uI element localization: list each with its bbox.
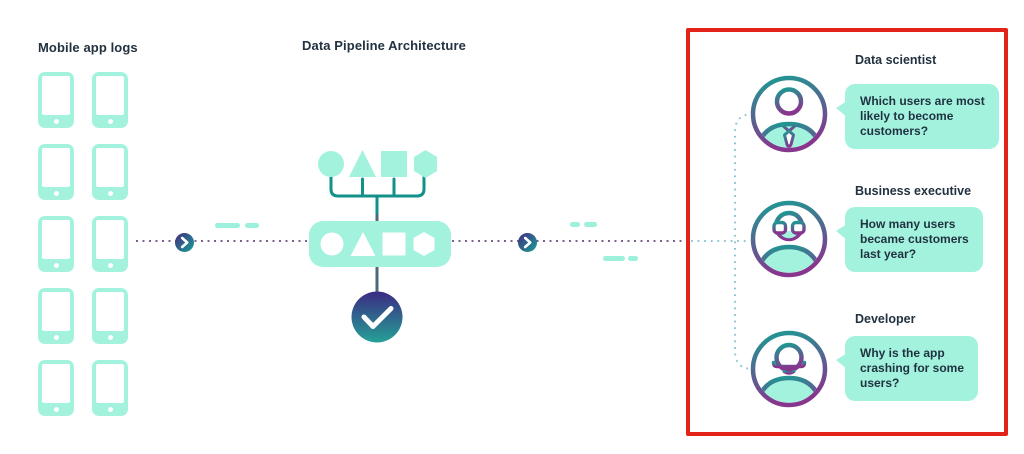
flow-arrow-badge xyxy=(518,233,537,252)
phone-icon xyxy=(92,144,128,200)
phone-icon xyxy=(38,360,74,416)
phone-icon xyxy=(38,288,74,344)
motion-dash xyxy=(570,222,580,227)
phone-icon xyxy=(38,144,74,200)
persona-role-label: Data scientist xyxy=(855,53,937,67)
person-with-glasses-icon xyxy=(750,200,828,278)
chevron-right-icon xyxy=(523,236,532,249)
square-icon xyxy=(382,232,406,256)
merge-tree xyxy=(329,175,426,220)
speech-bubble: Why is the app crashing for some users? xyxy=(835,336,979,401)
check-icon xyxy=(361,306,394,329)
phone-grid xyxy=(38,72,128,416)
pipeline-title: Data Pipeline Architecture xyxy=(302,38,466,53)
data-flow-dotted-line-left xyxy=(136,240,310,242)
flow-arrow-badge xyxy=(175,233,194,252)
phone-icon xyxy=(92,288,128,344)
persona-role-label: Developer xyxy=(855,312,916,326)
persona-connector-dotted-lines xyxy=(691,113,754,370)
persona-role-label: Business executive xyxy=(855,184,972,198)
motion-dash xyxy=(584,222,597,227)
processor-box xyxy=(309,221,451,267)
phone-icon xyxy=(92,72,128,128)
highlight-box xyxy=(686,28,1008,436)
validated-output-check xyxy=(351,291,403,343)
triangle-icon xyxy=(350,232,376,256)
circle-icon xyxy=(320,232,344,256)
motion-dash xyxy=(245,223,259,228)
pipeline-diagram xyxy=(309,150,451,343)
circle-icon xyxy=(318,151,344,177)
mobile-app-logs-label: Mobile app logs xyxy=(38,40,138,55)
phone-icon xyxy=(92,216,128,272)
motion-dash xyxy=(603,256,625,261)
speech-bubble: Which users are most likely to become cu… xyxy=(836,84,999,149)
person-with-tie-icon xyxy=(750,75,828,153)
data-flow-dotted-line-right xyxy=(452,240,688,242)
person-with-headset-icon xyxy=(750,330,828,408)
phone-icon xyxy=(38,72,74,128)
hexagon-icon xyxy=(414,150,437,178)
source-shapes xyxy=(318,150,437,178)
speech-bubble: How many users became customers last yea… xyxy=(836,207,983,272)
motion-dash xyxy=(628,256,638,261)
chevron-right-icon xyxy=(180,236,189,249)
square-icon xyxy=(381,151,407,177)
phone-icon xyxy=(38,216,74,272)
triangle-icon xyxy=(349,150,376,177)
motion-dash xyxy=(215,223,240,228)
phone-icon xyxy=(92,360,128,416)
processed-shapes xyxy=(320,232,435,256)
hexagon-icon xyxy=(413,232,435,256)
